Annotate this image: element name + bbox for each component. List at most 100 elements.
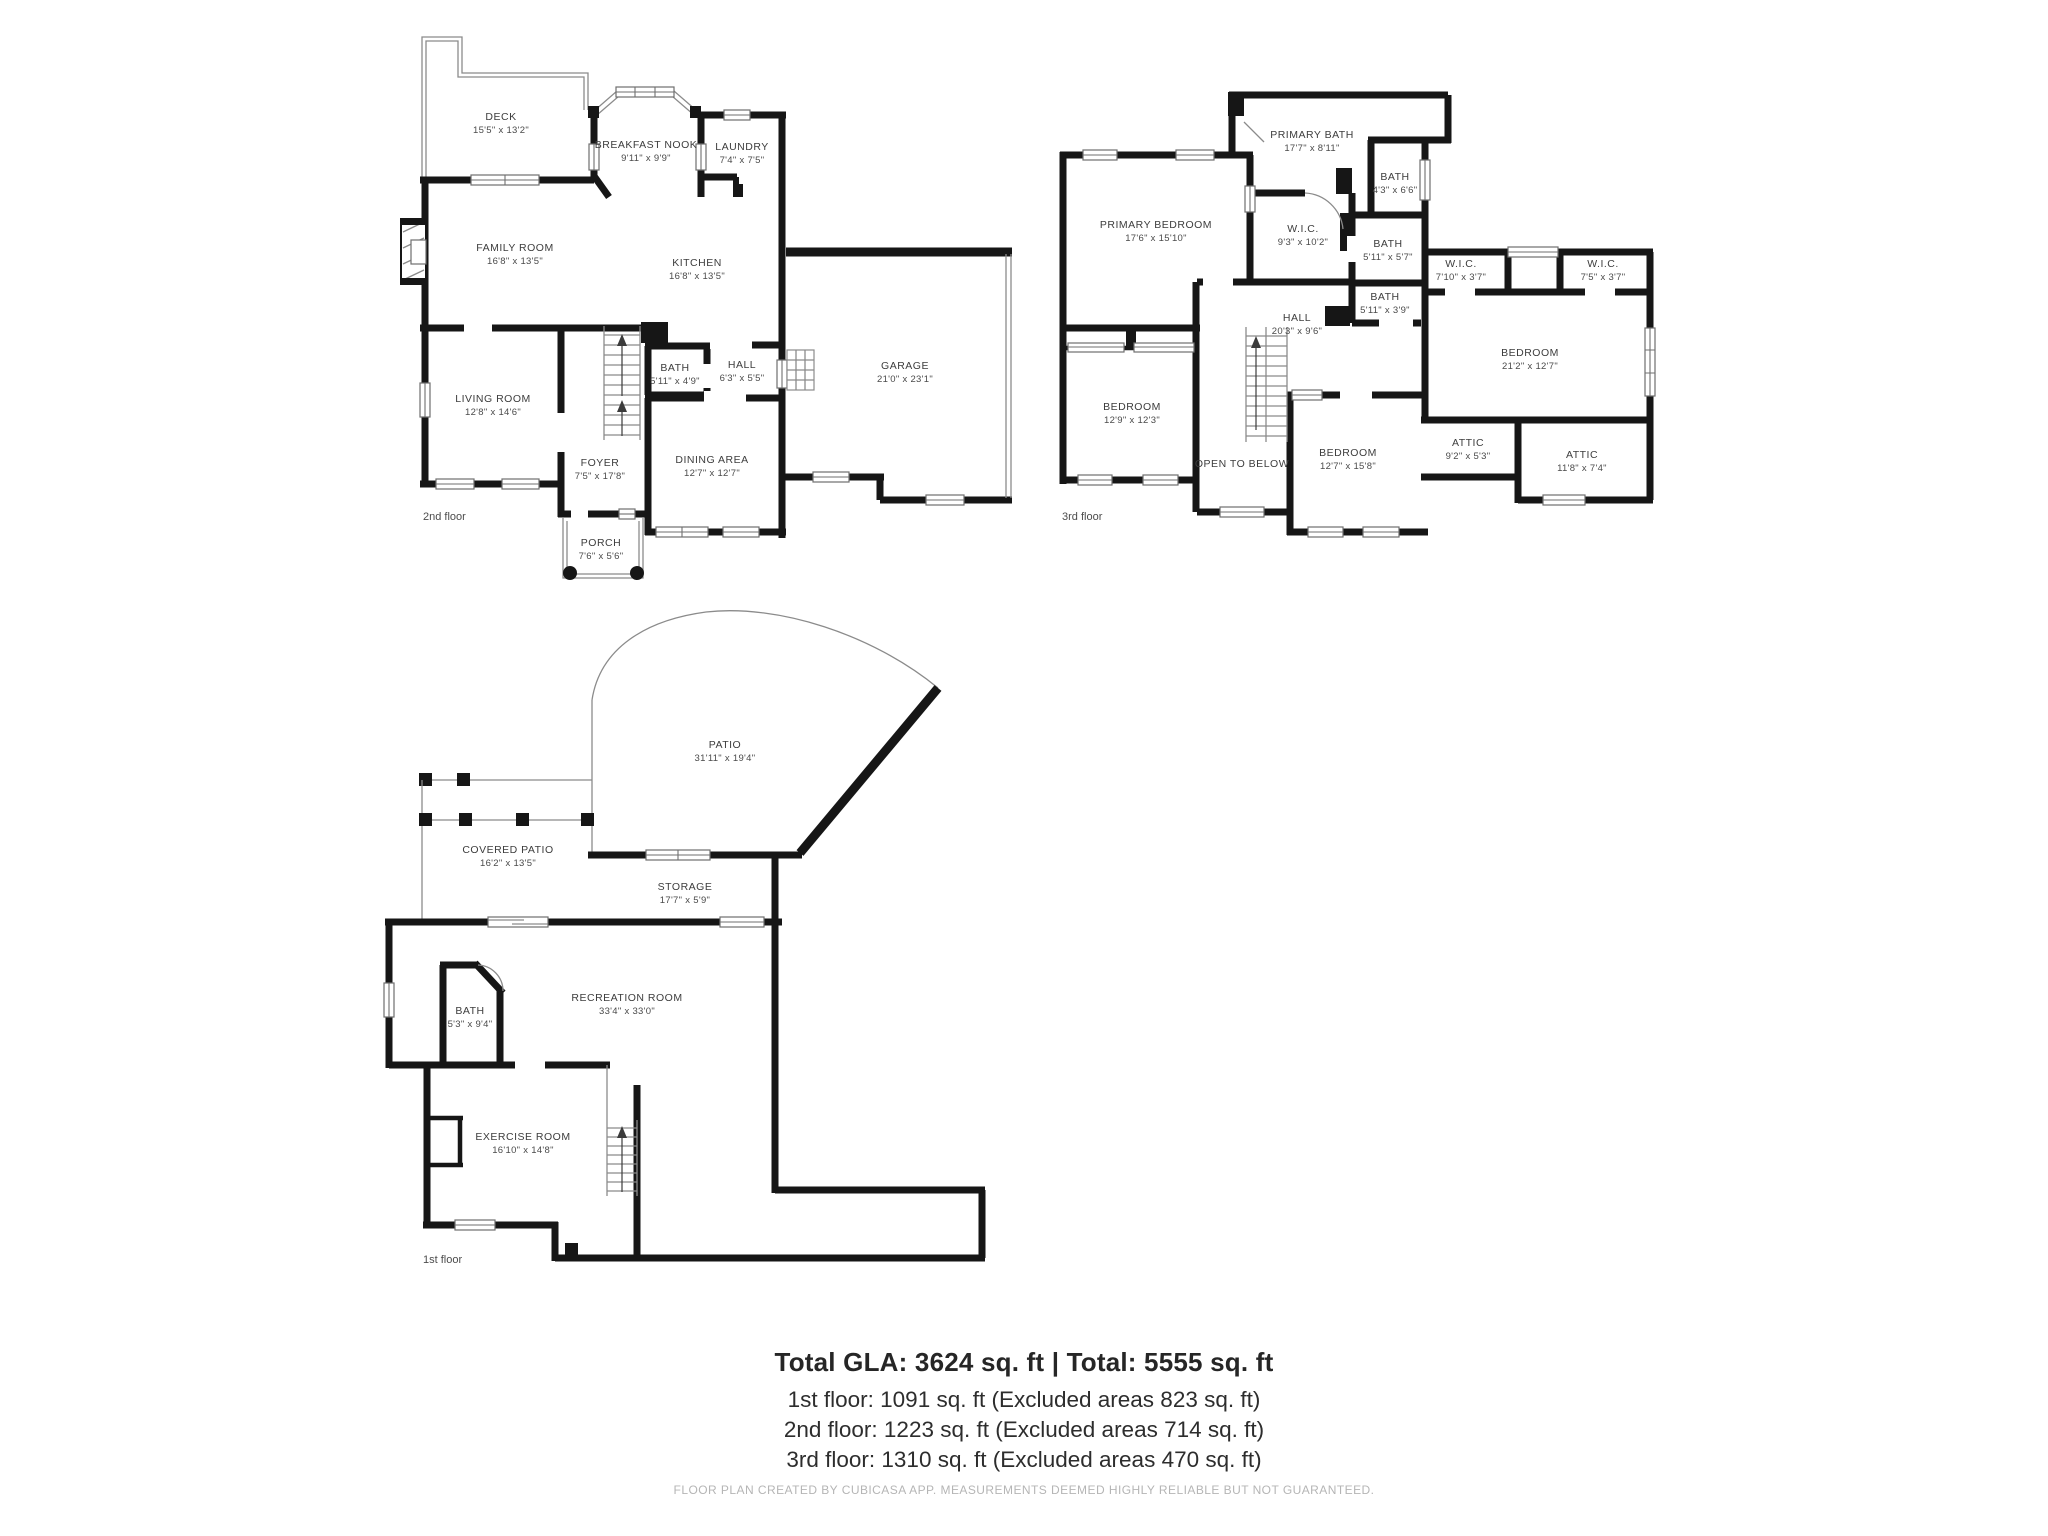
svg-text:9'11" x 9'9": 9'11" x 9'9" bbox=[621, 153, 671, 164]
room-label-bath-c: BATH 5'11" x 3'9" bbox=[1360, 291, 1410, 316]
deck-outline bbox=[421, 36, 589, 177]
floor-plan-2nd: DECK 15'5" x 13'2" BREAKFAST NOOK 9'11" … bbox=[400, 36, 1012, 580]
svg-text:21'2" x 12'7": 21'2" x 12'7" bbox=[1502, 361, 1558, 372]
svg-text:5'11" x 5'7": 5'11" x 5'7" bbox=[1363, 252, 1413, 263]
svg-text:COVERED PATIO: COVERED PATIO bbox=[462, 844, 553, 856]
second-floor-area-line: 2nd floor: 1223 sq. ft (Excluded areas 7… bbox=[783, 1417, 1265, 1442]
door-openings-2nd bbox=[464, 170, 767, 521]
svg-text:16'8" x 13'5": 16'8" x 13'5" bbox=[669, 271, 725, 282]
covered-patio-outline bbox=[419, 780, 594, 922]
svg-text:BATH: BATH bbox=[660, 362, 689, 374]
svg-text:BEDROOM: BEDROOM bbox=[1501, 347, 1559, 359]
svg-text:BATH: BATH bbox=[1380, 171, 1409, 183]
first-floor-area-line: 1st floor: 1091 sq. ft (Excluded areas 8… bbox=[787, 1387, 1261, 1412]
svg-text:EXERCISE ROOM: EXERCISE ROOM bbox=[475, 1131, 570, 1143]
room-label-garage: GARAGE 21'0" x 23'1" bbox=[877, 360, 933, 385]
svg-text:5'11" x 3'9": 5'11" x 3'9" bbox=[1360, 305, 1410, 316]
room-label-hall-2nd: HALL 6'3" x 5'5" bbox=[720, 359, 765, 384]
svg-text:33'4" x 33'0": 33'4" x 33'0" bbox=[599, 1006, 655, 1017]
door-openings-3rd bbox=[1203, 236, 1413, 330]
room-label-attic-2: ATTIC 11'8" x 7'4" bbox=[1557, 449, 1607, 474]
svg-text:BATH: BATH bbox=[1373, 238, 1402, 250]
svg-text:4'3" x 6'6": 4'3" x 6'6" bbox=[1373, 185, 1418, 196]
svg-text:W.I.C.: W.I.C. bbox=[1587, 258, 1619, 270]
svg-text:7'4" x 7'5": 7'4" x 7'5" bbox=[720, 155, 765, 166]
room-label-deck: DECK 15'5" x 13'2" bbox=[473, 111, 529, 136]
third-floor-area-line: 3rd floor: 1310 sq. ft (Excluded areas 4… bbox=[786, 1447, 1262, 1472]
svg-text:FAMILY ROOM: FAMILY ROOM bbox=[476, 242, 553, 254]
floor-plan-3rd: PRIMARY BEDROOM 17'6" x 15'10" PRIMARY B… bbox=[1059, 91, 1656, 538]
svg-text:7'6" x 5'6": 7'6" x 5'6" bbox=[579, 551, 624, 562]
room-label-kitchen: KITCHEN 16'8" x 13'5" bbox=[669, 257, 725, 282]
room-label-patio: PATIO 31'11" x 19'4" bbox=[695, 739, 756, 764]
room-label-primary-bedroom: PRIMARY BEDROOM 17'6" x 15'10" bbox=[1100, 219, 1212, 244]
room-label-wic-2: W.I.C. 7'10" x 3'7" bbox=[1436, 258, 1486, 283]
svg-text:PRIMARY BEDROOM: PRIMARY BEDROOM bbox=[1100, 219, 1212, 231]
svg-text:12'9" x 12'3": 12'9" x 12'3" bbox=[1104, 415, 1160, 426]
room-label-storage: STORAGE 17'7" x 5'9" bbox=[658, 881, 713, 906]
room-label-laundry: LAUNDRY 7'4" x 7'5" bbox=[715, 141, 769, 166]
room-label-living-room: LIVING ROOM 12'8" x 14'6" bbox=[455, 393, 531, 418]
room-label-bath-b: BATH 5'11" x 5'7" bbox=[1363, 238, 1413, 263]
windows-1st bbox=[383, 849, 765, 1231]
svg-text:FOYER: FOYER bbox=[581, 457, 620, 469]
room-label-wic-3: W.I.C. 7'5" x 3'7" bbox=[1581, 258, 1626, 283]
svg-text:20'3" x 9'6": 20'3" x 9'6" bbox=[1272, 326, 1322, 337]
room-label-covered-patio: COVERED PATIO 16'2" x 13'5" bbox=[462, 844, 553, 869]
fireplace bbox=[400, 218, 427, 285]
svg-text:16'10" x 14'8": 16'10" x 14'8" bbox=[492, 1145, 554, 1156]
svg-text:31'11" x 19'4": 31'11" x 19'4" bbox=[695, 753, 756, 764]
cubicasa-disclaimer: FLOOR PLAN CREATED BY CUBICASA APP. MEAS… bbox=[673, 1483, 1375, 1497]
staircase-1st bbox=[606, 1120, 638, 1196]
staircase-3rd bbox=[1245, 327, 1288, 442]
svg-text:9'3" x 10'2": 9'3" x 10'2" bbox=[1278, 237, 1328, 248]
svg-text:5'11" x 4'9": 5'11" x 4'9" bbox=[650, 376, 700, 387]
svg-text:W.I.C.: W.I.C. bbox=[1445, 258, 1477, 270]
svg-text:DECK: DECK bbox=[485, 111, 516, 123]
room-label-breakfast-nook: BREAKFAST NOOK 9'11" x 9'9" bbox=[595, 139, 698, 164]
room-label-bedroom-2: BEDROOM 12'9" x 12'3" bbox=[1103, 401, 1161, 426]
svg-text:HALL: HALL bbox=[728, 359, 756, 371]
svg-text:PORCH: PORCH bbox=[581, 537, 621, 549]
svg-text:GARAGE: GARAGE bbox=[881, 360, 929, 372]
svg-text:15'5" x 13'2": 15'5" x 13'2" bbox=[473, 125, 529, 136]
svg-text:ATTIC: ATTIC bbox=[1452, 437, 1484, 449]
svg-text:11'8" x 7'4": 11'8" x 7'4" bbox=[1557, 463, 1607, 474]
svg-text:BATH: BATH bbox=[1370, 291, 1399, 303]
svg-text:LAUNDRY: LAUNDRY bbox=[715, 141, 769, 153]
svg-text:BREAKFAST NOOK: BREAKFAST NOOK bbox=[595, 139, 698, 151]
room-label-wic-1: W.I.C. 9'3" x 10'2" bbox=[1278, 223, 1328, 248]
room-label-bedroom-1: BEDROOM 21'2" x 12'7" bbox=[1501, 347, 1559, 372]
svg-text:16'2" x 13'5": 16'2" x 13'5" bbox=[480, 858, 536, 869]
svg-text:7'5" x 3'7": 7'5" x 3'7" bbox=[1581, 272, 1626, 283]
svg-text:STORAGE: STORAGE bbox=[658, 881, 713, 893]
room-label-hall-3rd: HALL 20'3" x 9'6" bbox=[1272, 312, 1322, 337]
svg-text:17'6" x 15'10": 17'6" x 15'10" bbox=[1125, 233, 1187, 244]
walls-1st bbox=[385, 851, 986, 1262]
room-label-family-room: FAMILY ROOM 16'8" x 13'5" bbox=[476, 242, 553, 267]
floor-tag-1st: 1st floor bbox=[423, 1254, 462, 1266]
floor-tag-3rd: 3rd floor bbox=[1062, 511, 1103, 523]
svg-text:BEDROOM: BEDROOM bbox=[1319, 447, 1377, 459]
room-label-bath-2nd: BATH 5'11" x 4'9" bbox=[650, 362, 700, 387]
room-label-primary-bath: PRIMARY BATH 17'7" x 8'11" bbox=[1270, 129, 1354, 154]
svg-text:PRIMARY BATH: PRIMARY BATH bbox=[1270, 129, 1354, 141]
room-label-bath-a: BATH 4'3" x 6'6" bbox=[1373, 171, 1418, 196]
svg-text:BEDROOM: BEDROOM bbox=[1103, 401, 1161, 413]
svg-text:6'3" x 5'5": 6'3" x 5'5" bbox=[720, 373, 765, 384]
svg-text:12'8" x 14'6": 12'8" x 14'6" bbox=[465, 407, 521, 418]
svg-text:9'2" x 5'3": 9'2" x 5'3" bbox=[1446, 451, 1491, 462]
room-label-bedroom-3: BEDROOM 12'7" x 15'8" bbox=[1319, 447, 1377, 472]
svg-text:LIVING ROOM: LIVING ROOM bbox=[455, 393, 531, 405]
svg-text:12'7" x 12'7": 12'7" x 12'7" bbox=[684, 468, 740, 479]
svg-text:PATIO: PATIO bbox=[709, 739, 741, 751]
svg-text:21'0" x 23'1": 21'0" x 23'1" bbox=[877, 374, 933, 385]
room-label-foyer: FOYER 7'5" x 17'8" bbox=[575, 457, 625, 482]
svg-text:RECREATION ROOM: RECREATION ROOM bbox=[571, 992, 682, 1004]
svg-text:16'8" x 13'5": 16'8" x 13'5" bbox=[487, 256, 543, 267]
room-label-exercise-room: EXERCISE ROOM 16'10" x 14'8" bbox=[475, 1131, 570, 1156]
porch-outline bbox=[562, 517, 644, 580]
svg-text:W.I.C.: W.I.C. bbox=[1287, 223, 1319, 235]
